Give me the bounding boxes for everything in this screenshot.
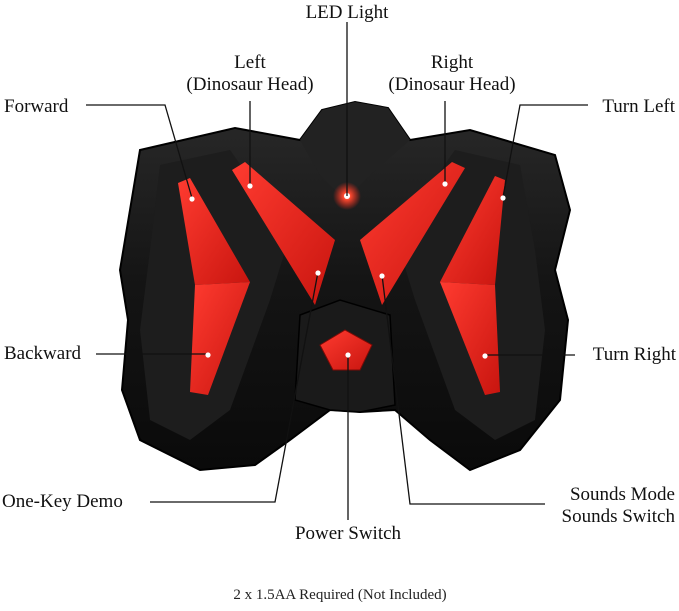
sounds-mode-label: Sounds Mode [569,484,675,505]
turn-right-button[interactable] [440,282,500,395]
forward-label: Forward [4,96,69,117]
controller-body [118,100,572,472]
backward-button[interactable] [190,282,250,395]
sounds-switch-label: Sounds Switch [561,506,676,527]
sounds-label: Sounds Mode Sounds Switch [520,484,676,528]
left-head-label-line1: Left [234,52,266,73]
callout-lines [86,22,588,520]
callout-dots [189,181,506,359]
power-switch-label: Power Switch [294,523,402,544]
callout-sounds [381,274,545,505]
backward-label: Backward [4,343,82,364]
one-key-demo-label: One-Key Demo [2,491,123,512]
left-head-label-line2: (Dinosaur Head) [186,74,314,95]
right-dinosaur-head-button[interactable] [360,162,465,305]
right-head-label: Right (Dinosaur Head) [367,52,537,96]
led-light-label: LED Light [305,2,389,23]
right-head-label-line2: (Dinosaur Head) [388,74,516,95]
callout-turn-left [502,104,588,198]
forward-button[interactable] [178,178,250,285]
turn-left-button[interactable] [440,176,505,285]
one-key-demo-button[interactable] [319,329,373,371]
battery-footnote: 2 x 1.5AA Required (Not Included) [233,587,447,603]
callout-forward [86,104,193,199]
turn-right-label: Turn Right [592,344,676,365]
left-head-label: Left (Dinosaur Head) [165,52,335,96]
left-dinosaur-head-button[interactable] [232,162,335,305]
callout-one-key-demo [150,271,319,503]
right-head-label-line1: Right [430,52,474,73]
turn-left-label: Turn Left [602,96,675,117]
